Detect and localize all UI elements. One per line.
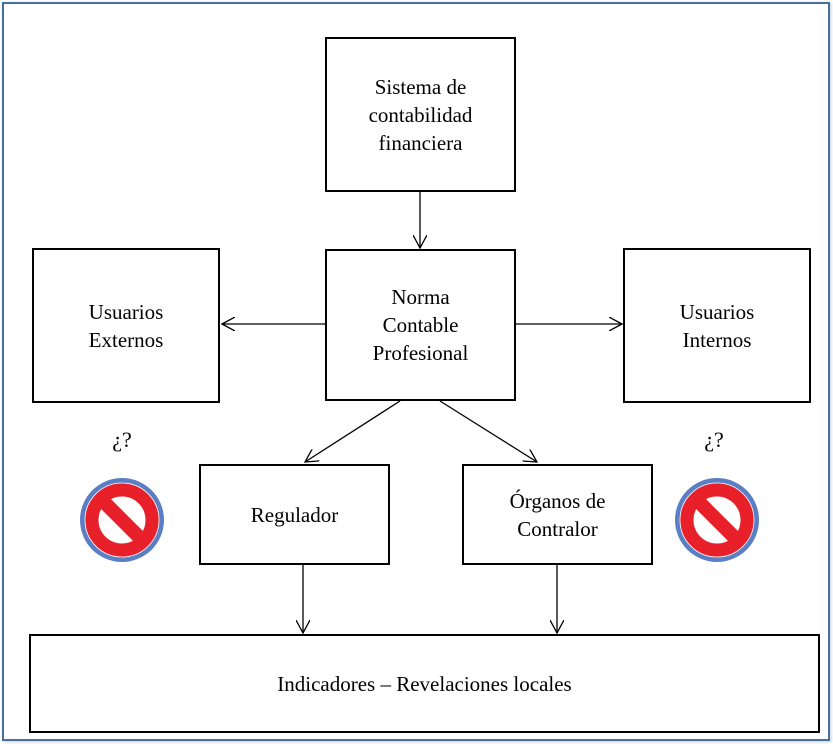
- node-organos-de-contralor: Órganos de Contralor: [462, 464, 653, 565]
- node-organos-label: Órganos de Contralor: [509, 488, 606, 541]
- node-usuarios-externos-label: Usuarios Externos: [88, 299, 164, 352]
- node-sistema-label: Sistema de contabilidad financiera: [368, 74, 473, 155]
- arrow-norma-to-regulador: [305, 400, 401, 462]
- node-regulador-label: Regulador: [250, 502, 339, 527]
- node-usuarios-internos: Usuarios Internos: [623, 248, 811, 403]
- prohibited-icon: [80, 478, 164, 562]
- node-usuarios-internos-label: Usuarios Internos: [679, 299, 755, 352]
- question-mark-left: ¿?: [112, 427, 132, 452]
- node-norma: Norma Contable Profesional: [325, 249, 516, 401]
- node-indicadores: Indicadores – Revelaciones locales: [29, 634, 820, 733]
- arrow-norma-to-organos: [439, 400, 537, 462]
- node-sistema: Sistema de contabilidad financiera: [325, 37, 516, 192]
- prohibited-icon: [675, 478, 759, 562]
- node-regulador: Regulador: [199, 464, 390, 565]
- question-mark-right: ¿?: [704, 427, 724, 452]
- node-norma-label: Norma Contable Profesional: [372, 285, 469, 365]
- node-usuarios-externos: Usuarios Externos: [32, 248, 220, 403]
- node-indicadores-label: Indicadores – Revelaciones locales: [277, 671, 572, 696]
